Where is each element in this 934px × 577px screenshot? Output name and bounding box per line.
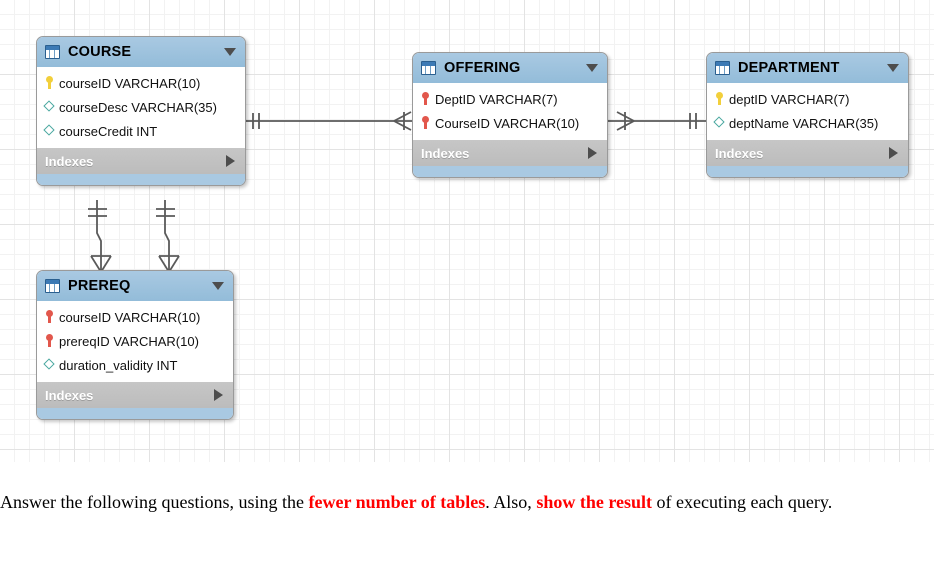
caption-highlight-2: show the result xyxy=(536,492,652,512)
chevron-right-icon[interactable] xyxy=(889,147,898,159)
chevron-right-icon[interactable] xyxy=(588,147,597,159)
column-row[interactable]: prereqID VARCHAR(10) xyxy=(37,329,233,353)
caption-part-3: of executing each query. xyxy=(652,492,833,512)
chevron-right-icon[interactable] xyxy=(226,155,235,167)
chevron-down-icon[interactable] xyxy=(887,64,899,72)
caption-part-2: . Also, xyxy=(485,492,537,512)
entity-department-header[interactable]: DEPARTMENT xyxy=(707,53,908,84)
entity-department-title: DEPARTMENT xyxy=(738,60,840,76)
entity-department-indexes[interactable]: Indexes xyxy=(707,139,908,166)
column-label: courseDesc VARCHAR(35) xyxy=(59,99,217,115)
red-key-icon xyxy=(43,333,56,349)
instruction-caption: Answer the following questions, using th… xyxy=(0,489,926,515)
chevron-down-icon[interactable] xyxy=(212,282,224,290)
column-row[interactable]: deptID VARCHAR(7) xyxy=(707,87,908,111)
yellow-key-icon xyxy=(713,91,726,107)
column-label: courseID VARCHAR(10) xyxy=(59,75,201,91)
teal-diamond-icon xyxy=(43,123,56,139)
entity-footer-strip xyxy=(37,174,245,185)
caption-highlight-1: fewer number of tables xyxy=(308,492,486,512)
entity-course[interactable]: COURSE courseID VARCHAR(10) courseDesc V… xyxy=(36,36,246,186)
red-key-icon xyxy=(43,309,56,325)
column-label: CourseID VARCHAR(10) xyxy=(435,115,580,131)
er-diagram-canvas[interactable]: COURSE courseID VARCHAR(10) courseDesc V… xyxy=(0,0,934,462)
yellow-key-icon xyxy=(43,75,56,91)
entity-course-columns: courseID VARCHAR(10) courseDesc VARCHAR(… xyxy=(37,68,245,147)
entity-offering[interactable]: OFFERING DeptID VARCHAR(7) CourseID VARC… xyxy=(412,52,608,178)
entity-department[interactable]: DEPARTMENT deptID VARCHAR(7) deptName VA… xyxy=(706,52,909,178)
column-label: duration_validity INT xyxy=(59,357,178,373)
table-icon xyxy=(421,61,436,75)
column-label: prereqID VARCHAR(10) xyxy=(59,333,199,349)
entity-offering-indexes[interactable]: Indexes xyxy=(413,139,607,166)
column-row[interactable]: courseCredit INT xyxy=(37,119,245,143)
column-row[interactable]: courseID VARCHAR(10) xyxy=(37,305,233,329)
entity-footer-strip xyxy=(37,408,233,419)
table-icon xyxy=(715,61,730,75)
entity-course-indexes[interactable]: Indexes xyxy=(37,147,245,174)
column-row[interactable]: deptName VARCHAR(35) xyxy=(707,111,908,135)
column-label: DeptID VARCHAR(7) xyxy=(435,91,558,107)
entity-prereq-columns: courseID VARCHAR(10) prereqID VARCHAR(10… xyxy=(37,302,233,381)
entity-offering-columns: DeptID VARCHAR(7) CourseID VARCHAR(10) xyxy=(413,84,607,139)
entity-prereq-header[interactable]: PREREQ xyxy=(37,271,233,302)
entity-offering-header[interactable]: OFFERING xyxy=(413,53,607,84)
column-label: deptName VARCHAR(35) xyxy=(729,115,879,131)
chevron-right-icon[interactable] xyxy=(214,389,223,401)
entity-footer-strip xyxy=(413,166,607,177)
entity-course-title: COURSE xyxy=(68,44,132,60)
teal-diamond-icon xyxy=(43,357,56,373)
teal-diamond-icon xyxy=(713,115,726,131)
table-icon xyxy=(45,45,60,59)
entity-course-header[interactable]: COURSE xyxy=(37,37,245,68)
column-row[interactable]: duration_validity INT xyxy=(37,353,233,377)
chevron-down-icon[interactable] xyxy=(224,48,236,56)
entity-footer-strip xyxy=(707,166,908,177)
column-row[interactable]: courseDesc VARCHAR(35) xyxy=(37,95,245,119)
entity-prereq[interactable]: PREREQ courseID VARCHAR(10) prereqID VAR… xyxy=(36,270,234,420)
column-label: courseID VARCHAR(10) xyxy=(59,309,201,325)
indexes-label: Indexes xyxy=(421,145,470,161)
entity-offering-title: OFFERING xyxy=(444,60,521,76)
indexes-label: Indexes xyxy=(715,145,764,161)
column-label: courseCredit INT xyxy=(59,123,158,139)
red-key-icon xyxy=(419,91,432,107)
teal-diamond-icon xyxy=(43,99,56,115)
indexes-label: Indexes xyxy=(45,387,94,403)
column-label: deptID VARCHAR(7) xyxy=(729,91,850,107)
caption-part-1: Answer the following questions, using th… xyxy=(0,492,309,512)
indexes-label: Indexes xyxy=(45,153,94,169)
table-icon xyxy=(45,279,60,293)
red-key-icon xyxy=(419,115,432,131)
column-row[interactable]: DeptID VARCHAR(7) xyxy=(413,87,607,111)
chevron-down-icon[interactable] xyxy=(586,64,598,72)
entity-department-columns: deptID VARCHAR(7) deptName VARCHAR(35) xyxy=(707,84,908,139)
column-row[interactable]: courseID VARCHAR(10) xyxy=(37,71,245,95)
relationship-connectors xyxy=(88,111,706,273)
entity-prereq-indexes[interactable]: Indexes xyxy=(37,381,233,408)
entity-prereq-title: PREREQ xyxy=(68,278,131,294)
column-row[interactable]: CourseID VARCHAR(10) xyxy=(413,111,607,135)
